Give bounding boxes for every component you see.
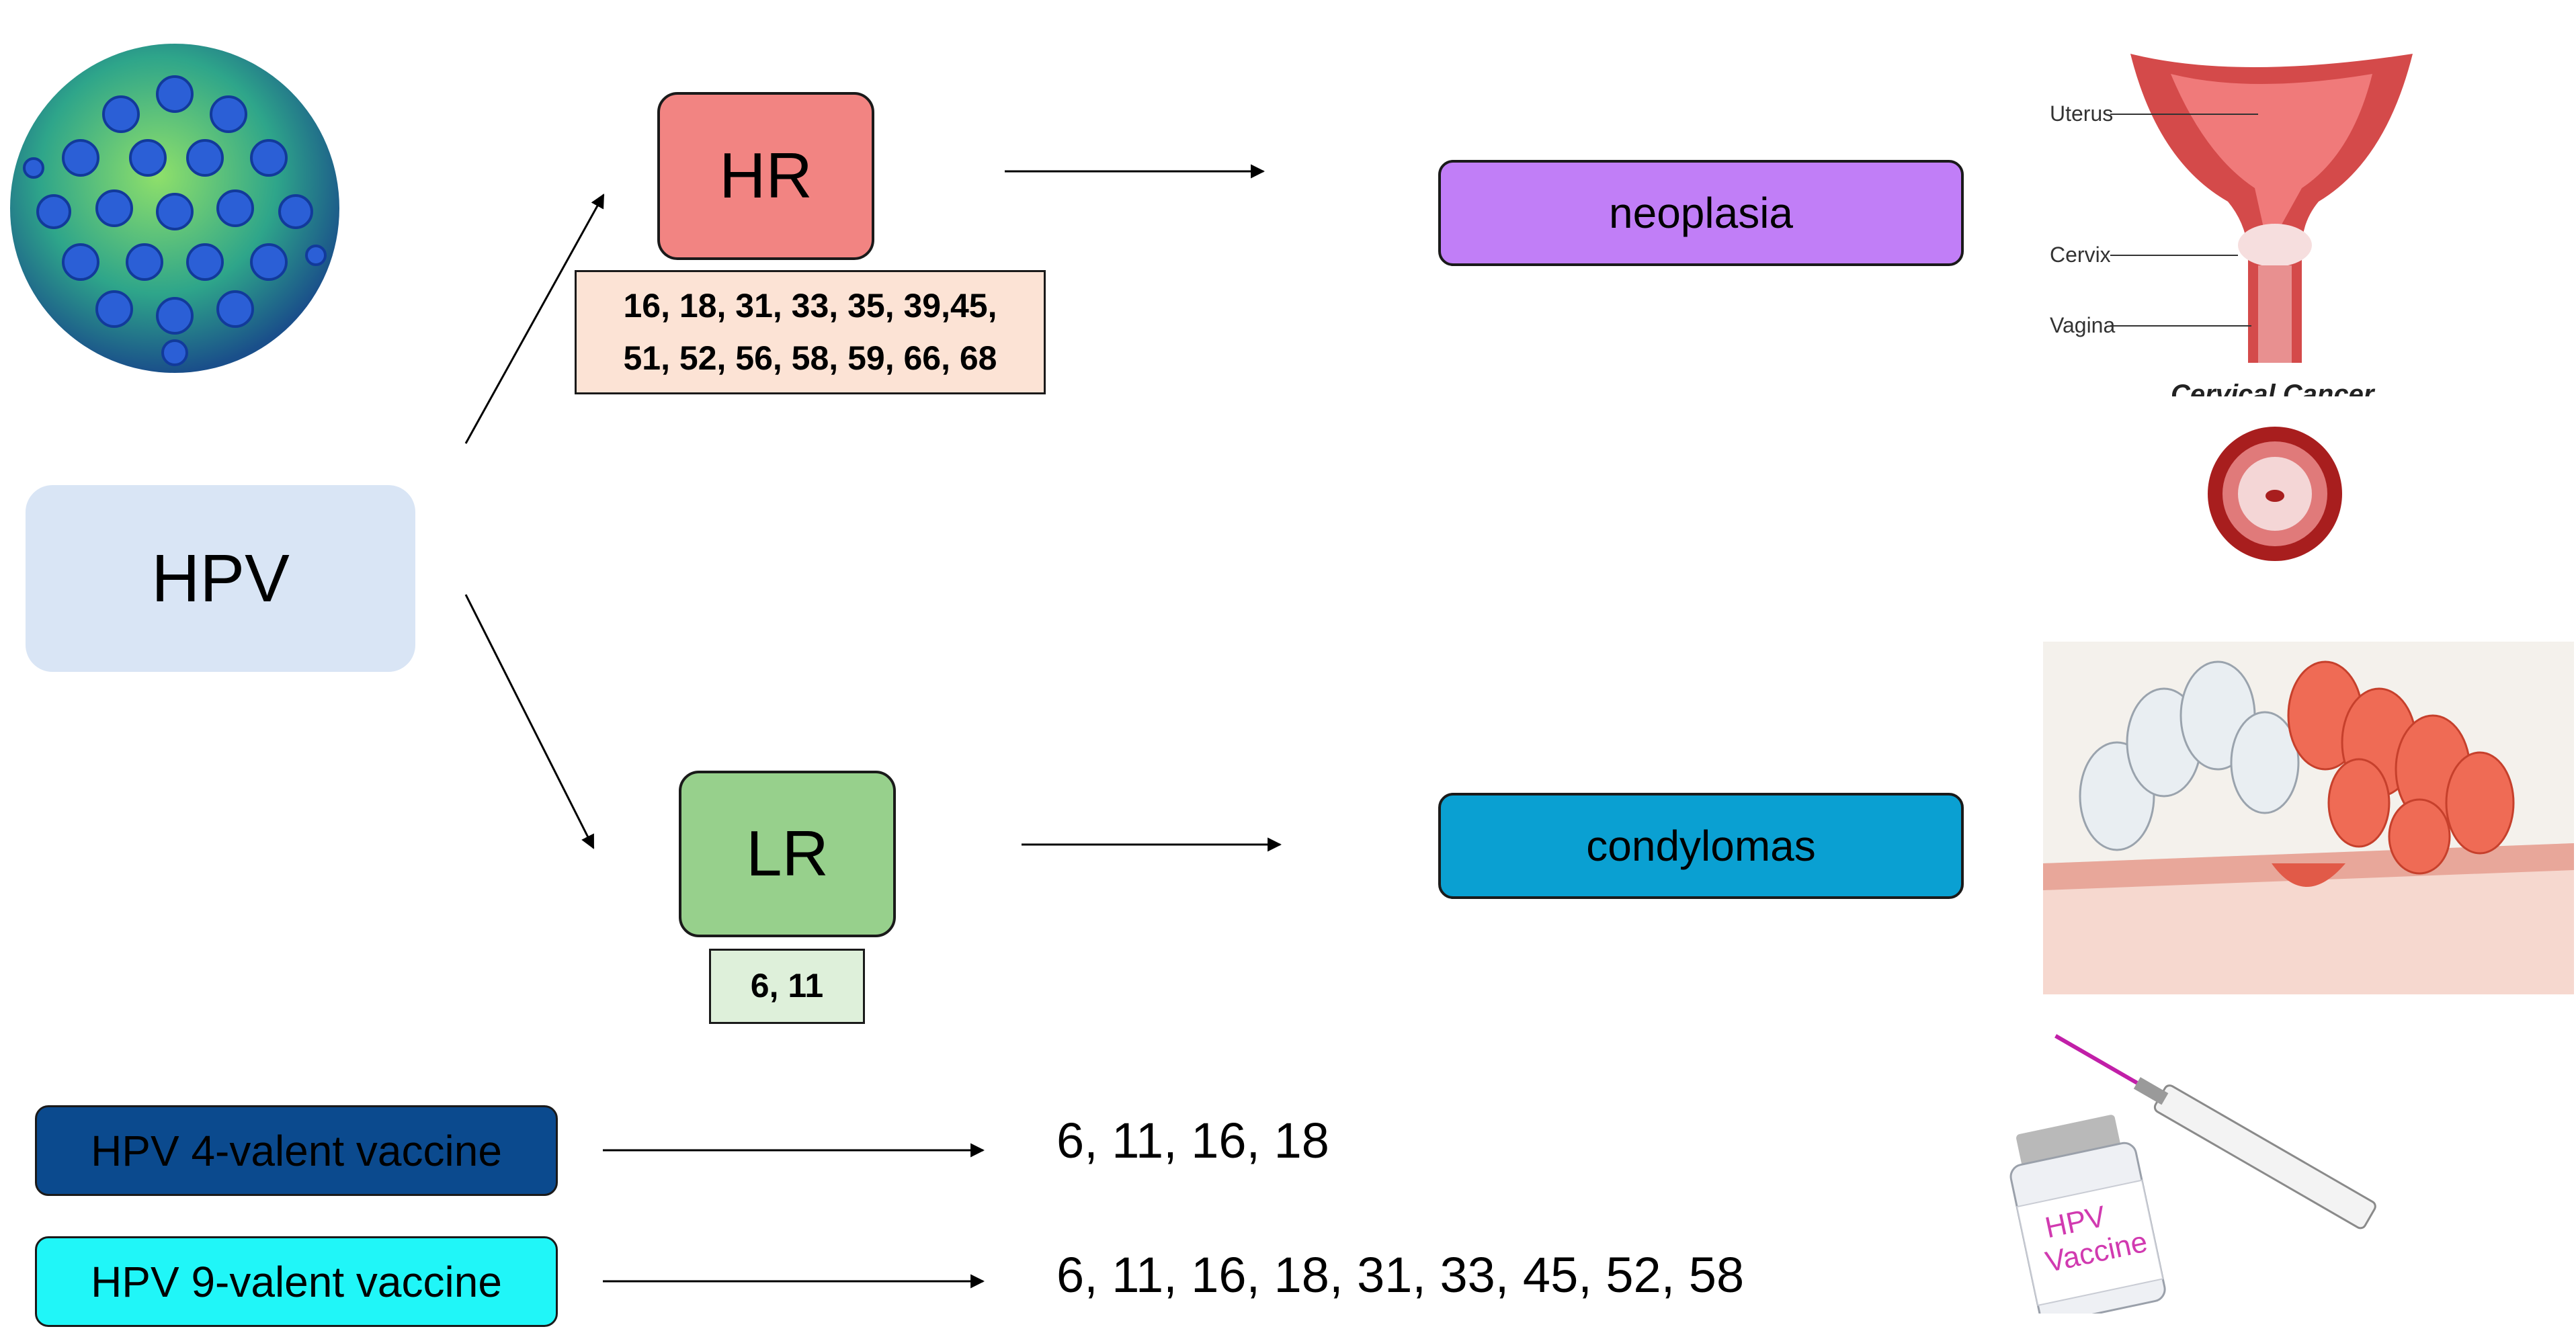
vaccine-vial-syringe-icon: HPV Vaccine bbox=[1983, 1025, 2399, 1314]
hpv-to-lr-arrow bbox=[464, 594, 595, 849]
high-risk-types-box: 16, 18, 31, 33, 35, 39,45, 51, 52, 56, 5… bbox=[575, 270, 1046, 394]
genital-wart-tissue-icon bbox=[2043, 642, 2574, 994]
hpv-to-hr-arrow bbox=[464, 194, 605, 444]
cervix-cross-section-icon bbox=[2208, 427, 2342, 561]
vaccine-4-valent-label: HPV 4-valent vaccine bbox=[91, 1126, 502, 1175]
low-risk-types: 6, 11 bbox=[750, 967, 824, 1005]
vaccine-4-valent-box: HPV 4-valent vaccine bbox=[35, 1105, 558, 1196]
hpv-label: HPV bbox=[151, 540, 290, 616]
uterus-label: Uterus bbox=[2050, 101, 2113, 126]
high-risk-types-line2: 51, 52, 56, 58, 59, 66, 68 bbox=[623, 339, 997, 377]
vagina-label: Vagina bbox=[2050, 313, 2115, 337]
high-risk-box: HR bbox=[657, 92, 874, 260]
high-risk-label: HR bbox=[719, 140, 813, 212]
uterus-anatomy-icon: Uterus Cervix Vagina Cervical Cancer bbox=[2050, 54, 2413, 396]
low-risk-label: LR bbox=[746, 818, 829, 890]
neoplasia-label: neoplasia bbox=[1609, 189, 1793, 237]
condylomas-label: condylomas bbox=[1586, 822, 1816, 870]
condylomas-box: condylomas bbox=[1438, 793, 1964, 899]
low-risk-types-box: 6, 11 bbox=[709, 949, 865, 1024]
high-risk-types-line1: 16, 18, 31, 33, 35, 39,45, bbox=[623, 287, 997, 325]
cervix-label: Cervix bbox=[2050, 243, 2111, 267]
cervical-cancer-caption: Cervical Cancer bbox=[2171, 380, 2376, 396]
neoplasia-box: neoplasia bbox=[1438, 160, 1964, 266]
vaccine-9-valent-label: HPV 9-valent vaccine bbox=[91, 1257, 502, 1306]
vaccine-4-valent-types: 6, 11, 16, 18 bbox=[1056, 1113, 1329, 1168]
low-risk-box: LR bbox=[679, 771, 896, 937]
virus-particle-icon bbox=[10, 44, 339, 373]
vaccine-9-valent-box: HPV 9-valent vaccine bbox=[35, 1236, 558, 1327]
hpv-box: HPV bbox=[26, 485, 415, 672]
vaccine-9-valent-types: 6, 11, 16, 18, 31, 33, 45, 52, 58 bbox=[1056, 1247, 1745, 1303]
